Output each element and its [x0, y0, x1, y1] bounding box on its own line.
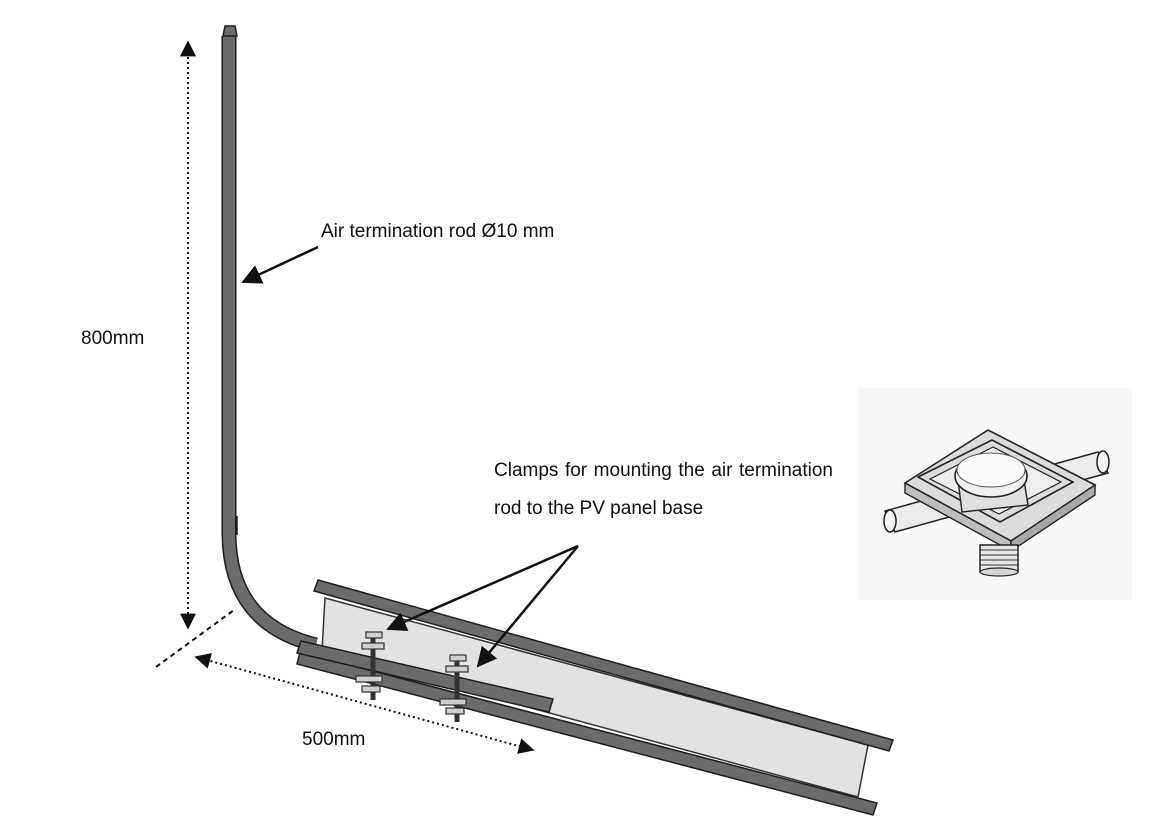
clamp-label-arrow [476, 545, 579, 668]
clamp-threaded-stud [979, 544, 1019, 577]
length-dimension-line [155, 609, 535, 754]
rod-label: Air termination rod Ø10 mm [321, 221, 555, 242]
clamp-detail-illustration [858, 388, 1132, 600]
rod-mounting-bar [296, 640, 554, 713]
pv-panel-base [296, 579, 894, 816]
air-termination-rod [221, 25, 318, 653]
clamp-label: Clamps for mounting the air termination … [494, 460, 833, 519]
height-dimension-label: 800mm [81, 328, 145, 349]
rod-label-arrow [241, 245, 319, 284]
rod-clamp-bolt [439, 654, 469, 722]
length-dimension-label: 500mm [302, 729, 366, 750]
rod-clamp-bolt [355, 631, 385, 700]
clamp-bolt-head [954, 452, 1029, 513]
clamp-label-arrow [386, 544, 579, 631]
